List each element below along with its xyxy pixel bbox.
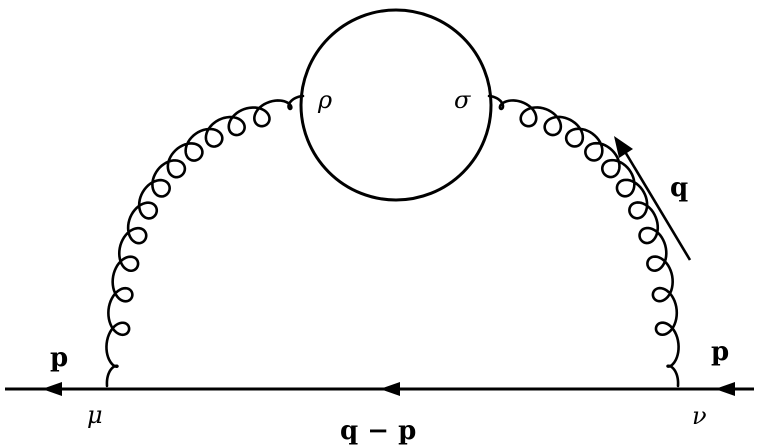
label-p-right: p [711,337,730,367]
fermion-arrow-right [715,382,735,396]
gluon-line-left [105,94,305,388]
label-q: q [670,173,689,203]
fermion-arrow-middle [380,382,400,396]
label-rho: ρ [318,86,333,114]
momentum-arrowhead-q [614,136,633,158]
self-energy-loop [299,8,493,202]
label-nu: ν [692,402,707,430]
label-mu: μ [87,401,103,429]
momentum-arrow-q [622,149,692,261]
gluon-line-right [487,94,680,388]
label-sigma: σ [454,86,471,114]
label-q-minus-p: q − p [340,416,417,446]
label-p-left: p [50,343,69,373]
fermion-arrow-left [42,382,62,396]
